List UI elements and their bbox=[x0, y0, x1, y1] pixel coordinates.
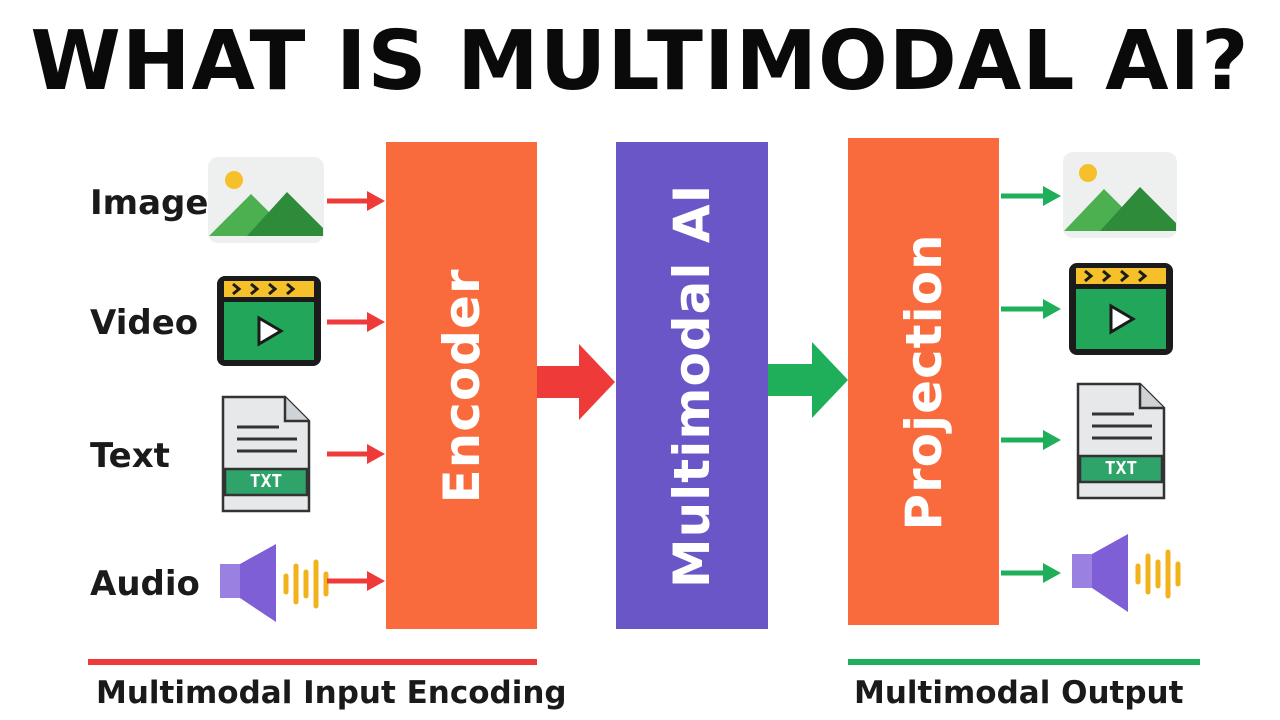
input-arrow-image bbox=[325, 188, 387, 214]
output-txt-badge: TXT bbox=[1104, 458, 1138, 479]
output-caption-underline bbox=[848, 659, 1200, 665]
input-label-text: Text bbox=[90, 436, 170, 476]
multimodal-ai-block: Multimodal AI bbox=[616, 142, 768, 629]
output-image-icon bbox=[1062, 151, 1178, 239]
input-arrow-video bbox=[325, 309, 387, 335]
txt-badge: TXT bbox=[249, 471, 283, 492]
video-icon bbox=[215, 272, 323, 368]
output-video-icon bbox=[1067, 259, 1175, 357]
output-audio-icon bbox=[1070, 530, 1186, 616]
input-label-image: Image bbox=[90, 183, 209, 223]
core-to-projection-arrow bbox=[768, 340, 850, 420]
input-label-video: Video bbox=[90, 303, 199, 343]
output-arrow-text bbox=[999, 427, 1063, 453]
projection-label: Projection bbox=[894, 232, 953, 531]
input-arrow-audio bbox=[325, 568, 387, 594]
input-arrow-text bbox=[325, 441, 387, 467]
output-arrow-video bbox=[999, 296, 1063, 322]
page-title: WHAT IS MULTIMODAL AI? bbox=[30, 14, 1250, 109]
input-caption: Multimodal Input Encoding bbox=[96, 675, 567, 711]
audio-icon bbox=[218, 540, 334, 626]
output-arrow-image bbox=[999, 183, 1063, 209]
projection-block: Projection bbox=[848, 138, 999, 625]
text-file-icon: TXT bbox=[219, 393, 313, 515]
input-caption-underline bbox=[88, 659, 537, 665]
image-icon bbox=[207, 156, 325, 244]
output-arrow-audio bbox=[999, 560, 1063, 586]
encoder-to-core-arrow bbox=[537, 342, 617, 422]
output-text-file-icon: TXT bbox=[1074, 380, 1168, 502]
encoder-block: Encoder bbox=[386, 142, 537, 629]
output-caption: Multimodal Output bbox=[854, 675, 1184, 711]
input-label-audio: Audio bbox=[90, 564, 200, 604]
encoder-label: Encoder bbox=[432, 267, 491, 504]
multimodal-ai-label: Multimodal AI bbox=[663, 183, 721, 588]
